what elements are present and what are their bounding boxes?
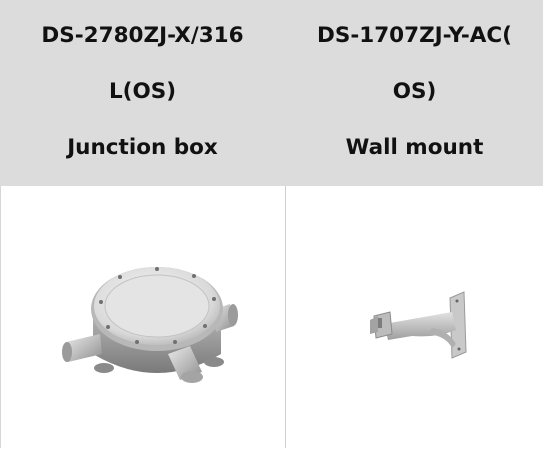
model-name-line-1: DS-1707ZJ-Y-AC( bbox=[316, 23, 513, 48]
column-divider bbox=[285, 186, 286, 448]
header-cell-junction-box: DS-2780ZJ-X/316 L(OS) Junction box bbox=[0, 0, 285, 186]
model-name-line-2: OS) bbox=[392, 79, 437, 104]
wall-mount-image bbox=[370, 291, 467, 359]
left-border bbox=[0, 186, 1, 448]
product-type: Wall mount bbox=[345, 135, 484, 160]
junction-box-image bbox=[62, 267, 238, 383]
image-cell-junction-box bbox=[0, 186, 285, 448]
model-name-line-2: L(OS) bbox=[108, 79, 177, 104]
header-cell-wall-mount: DS-1707ZJ-Y-AC( OS) Wall mount bbox=[286, 0, 543, 186]
product-type: Junction box bbox=[67, 135, 218, 160]
model-name-line-1: DS-2780ZJ-X/316 bbox=[41, 23, 244, 48]
image-cell-wall-mount bbox=[286, 186, 543, 448]
header-row: DS-2780ZJ-X/316 L(OS) Junction box DS-17… bbox=[0, 0, 543, 186]
